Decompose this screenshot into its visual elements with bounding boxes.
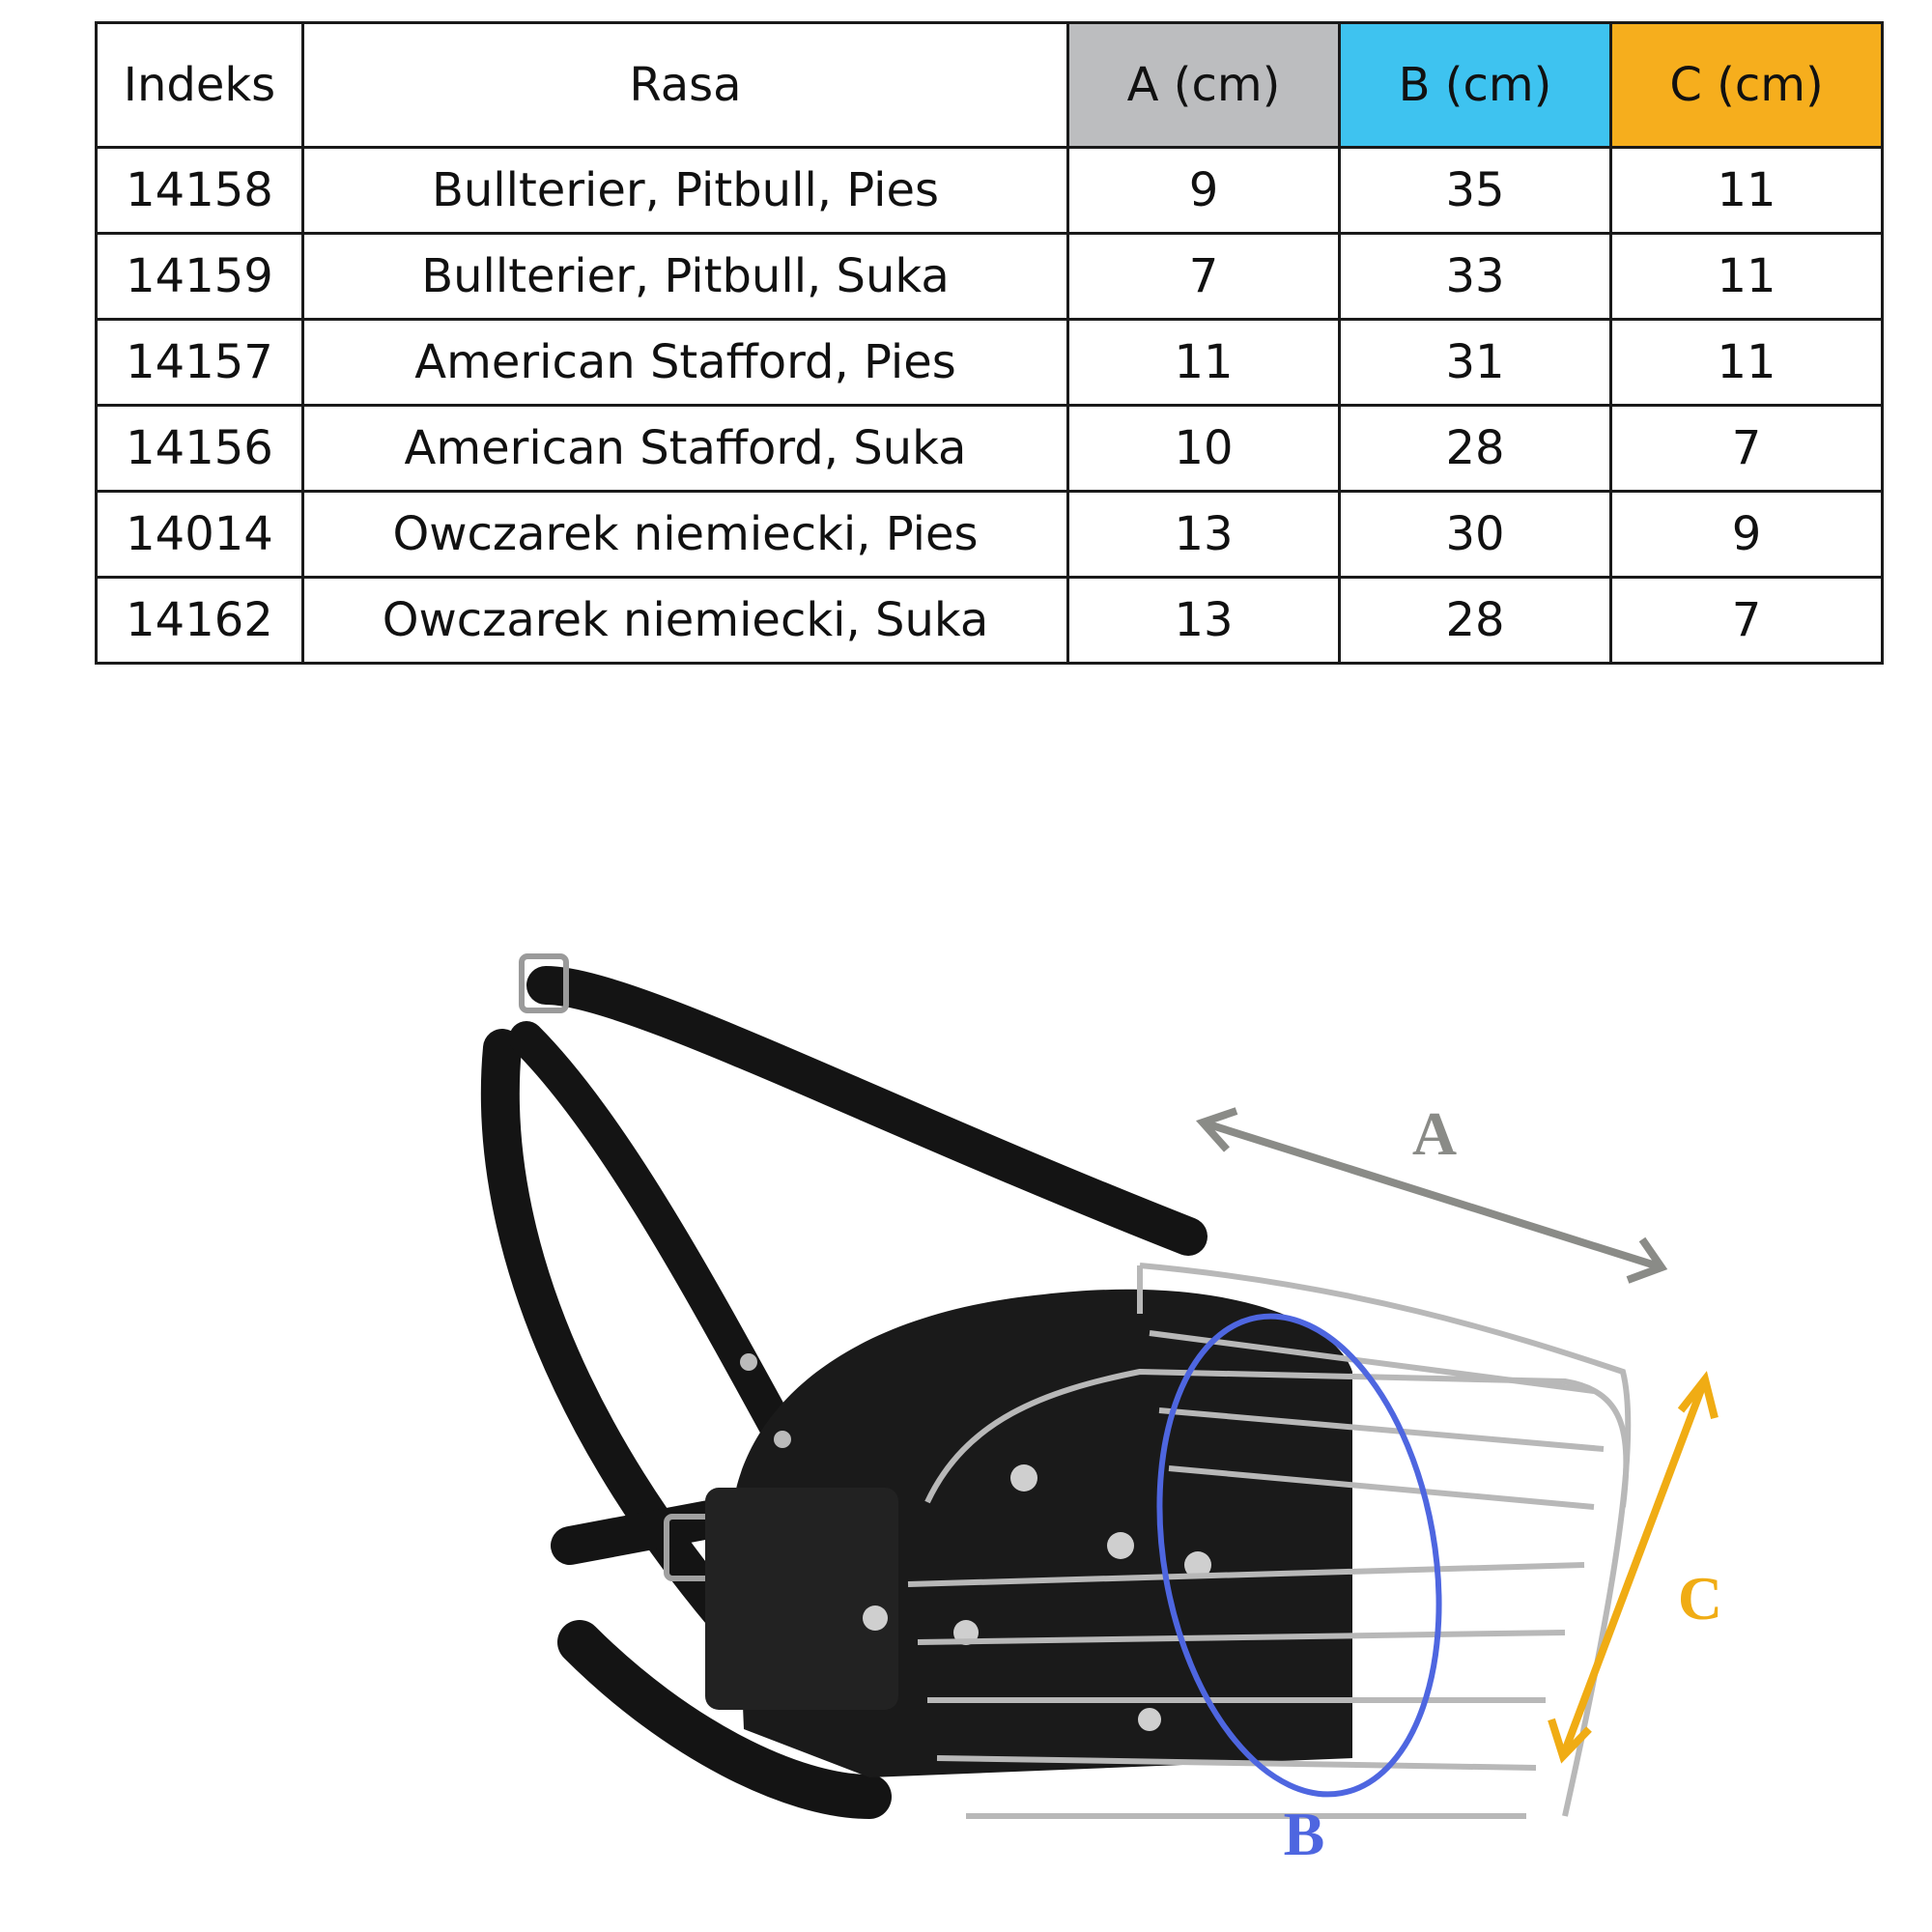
table-row: 14156 American Stafford, Suka 10 28 7 [95,404,1884,493]
dimension-a-label: A [1412,1099,1457,1168]
cell-indeks: 14159 [95,232,304,321]
header-row: Indeks Rasa A (cm) B (cm) C (cm) [95,21,1884,149]
cell-b: 33 [1338,232,1612,321]
cell-b: 35 [1338,146,1612,235]
table-row: 14014 Owczarek niemiecki, Pies 13 30 9 [95,490,1884,579]
cell-c: 7 [1609,404,1884,493]
dimension-a-arrow [1196,1107,1668,1284]
cell-c: 11 [1609,318,1884,407]
size-table: Indeks Rasa A (cm) B (cm) C (cm) 14158 B… [95,21,1884,665]
cell-b: 28 [1338,576,1612,665]
table-row: 14158 Bullterier, Pitbull, Pies 9 35 11 [95,146,1884,235]
cell-rasa: American Stafford, Suka [301,404,1069,493]
dimension-c-arrow [1548,1371,1719,1764]
header-b: B (cm) [1338,21,1612,149]
table-row: 14159 Bullterier, Pitbull, Suka 7 33 11 [95,232,1884,321]
cell-b: 28 [1338,404,1612,493]
cell-rasa: Bullterier, Pitbull, Suka [301,232,1069,321]
header-c: C (cm) [1609,21,1884,149]
table-row: 14157 American Stafford, Pies 11 31 11 [95,318,1884,407]
cell-b: 31 [1338,318,1612,407]
header-rasa: Rasa [301,21,1069,149]
cell-a: 13 [1066,576,1341,665]
cell-rasa: Owczarek niemiecki, Suka [301,576,1069,665]
cell-rasa: American Stafford, Pies [301,318,1069,407]
dimension-b-ellipse [1156,1313,1442,1798]
dimension-c-label: C [1678,1564,1722,1633]
cell-c: 9 [1609,490,1884,579]
dimension-b-label: B [1284,1800,1325,1868]
cell-a: 7 [1066,232,1341,321]
cell-indeks: 14156 [95,404,304,493]
muzzle-diagram: A B C [480,953,1722,1868]
cell-indeks: 14157 [95,318,304,407]
cell-c: 11 [1609,146,1884,235]
muzzle-illustration [480,953,1632,1819]
cell-rasa: Bullterier, Pitbull, Pies [301,146,1069,235]
cell-c: 11 [1609,232,1884,321]
cell-c: 7 [1609,576,1884,665]
cell-a: 9 [1066,146,1341,235]
cell-rasa: Owczarek niemiecki, Pies [301,490,1069,579]
cell-indeks: 14158 [95,146,304,235]
header-indeks: Indeks [95,21,304,149]
cell-indeks: 14162 [95,576,304,665]
header-a: A (cm) [1066,21,1341,149]
cell-a: 13 [1066,490,1341,579]
cell-b: 30 [1338,490,1612,579]
cell-a: 11 [1066,318,1341,407]
cell-indeks: 14014 [95,490,304,579]
cell-a: 10 [1066,404,1341,493]
table-row: 14162 Owczarek niemiecki, Suka 13 28 7 [95,576,1884,665]
